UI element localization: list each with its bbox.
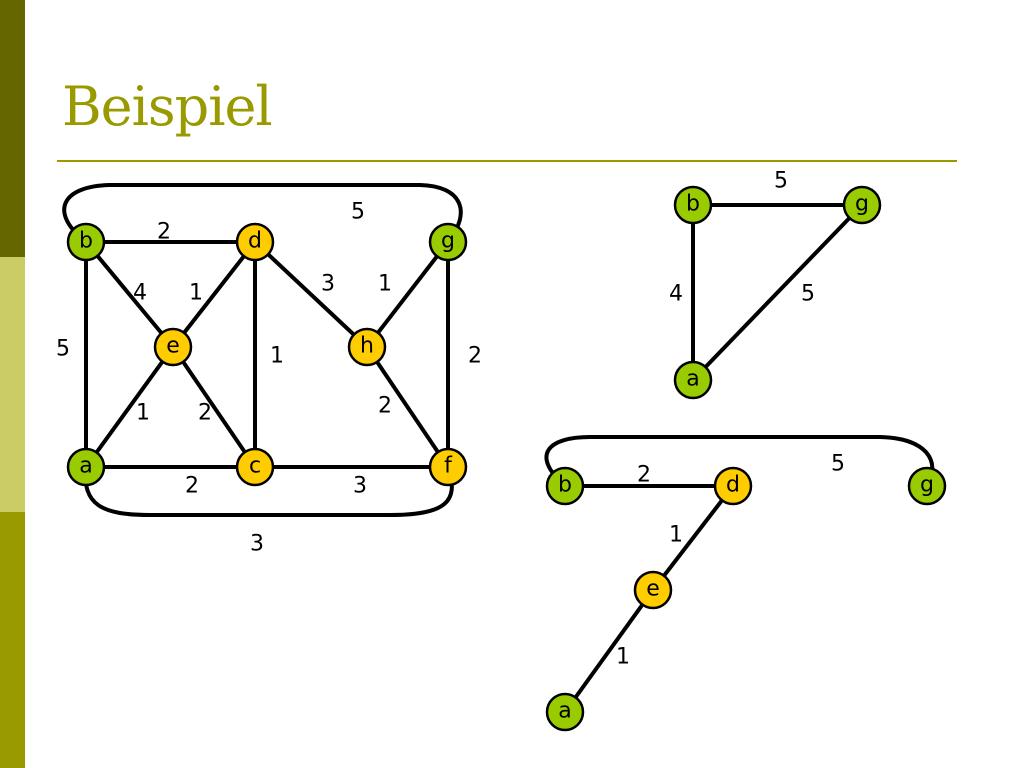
edge-weight-b-g: 5 <box>831 452 845 477</box>
node-label-a: a <box>558 699 571 724</box>
edge-weight-b-a: 5 <box>56 337 70 362</box>
node-label-b: b <box>558 473 572 498</box>
edge-g-h <box>365 240 450 349</box>
node-label-e: e <box>166 334 180 359</box>
full-graph: 2 5 4 5 1 1 3 1 2 1 2 2 2 3 3 b d g e h a c f <box>56 183 482 557</box>
node-a <box>66 447 106 487</box>
node-f <box>428 447 468 487</box>
node-a <box>673 360 713 400</box>
page-title: Beispiel <box>62 75 273 138</box>
edge-b-e <box>84 240 175 349</box>
node-d <box>713 466 753 506</box>
node-b <box>545 466 585 506</box>
edge-weight-a-f: 3 <box>250 532 264 557</box>
edge-d-h <box>253 240 369 349</box>
edge-weight-d-e: 1 <box>189 281 203 306</box>
edge-weight-c-f: 3 <box>353 474 367 499</box>
node-g <box>428 222 468 262</box>
node-e <box>153 327 193 367</box>
edge-d-e <box>171 240 257 349</box>
node-g <box>907 466 947 506</box>
node-a <box>545 692 585 732</box>
path-graph: 2 5 1 1 b d g e a <box>544 435 947 732</box>
node-label-f: f <box>444 454 453 479</box>
edge-weight-b-a: 4 <box>669 282 683 307</box>
node-label-a: a <box>79 454 92 479</box>
node-d <box>235 222 275 262</box>
edge-e-c <box>171 345 257 469</box>
node-label-b: b <box>79 229 93 254</box>
edge-weight-b-d: 2 <box>637 463 651 488</box>
edge-weight-b-e: 4 <box>133 281 147 306</box>
edge-g-a <box>691 203 864 382</box>
node-label-c: c <box>249 454 261 479</box>
node-label-d: d <box>248 229 262 254</box>
node-label-g: g <box>920 473 934 498</box>
node-label-b: b <box>686 192 700 217</box>
edge-weight-h-f: 2 <box>378 394 392 419</box>
edge-weight-b-g: 5 <box>774 169 788 194</box>
edge-weight-b-g: 5 <box>351 200 365 225</box>
edge-weight-e-a: 1 <box>616 645 630 670</box>
edge-weight-b-d: 2 <box>157 220 171 245</box>
node-label-a: a <box>686 367 699 392</box>
node-label-g: g <box>441 229 455 254</box>
node-label-g: g <box>855 192 869 217</box>
edge-weight-g-f: 2 <box>468 344 482 369</box>
title-divider <box>57 160 957 162</box>
sidebar-mid-segment <box>0 512 25 768</box>
node-b <box>66 222 106 262</box>
edge-d-e <box>651 484 735 592</box>
edge-weight-d-h: 3 <box>321 272 335 297</box>
node-b <box>673 185 713 225</box>
edge-h-f <box>365 345 450 469</box>
edge-weight-a-c: 2 <box>185 474 199 499</box>
edge-e-a <box>563 588 655 714</box>
node-c <box>235 447 275 487</box>
edge-e-a <box>84 345 175 469</box>
edge-weight-d-e: 1 <box>669 523 683 548</box>
edge-weight-e-c: 2 <box>198 401 212 426</box>
node-e <box>633 570 673 610</box>
node-label-e: e <box>646 577 660 602</box>
edge-a-f <box>83 465 454 517</box>
edge-weight-g-a: 5 <box>801 282 815 307</box>
node-h <box>347 327 387 367</box>
node-g <box>842 185 882 225</box>
edge-b-g <box>62 183 463 244</box>
sidebar-light-segment <box>0 257 25 512</box>
edge-weight-d-c: 1 <box>270 344 284 369</box>
edge-weight-g-h: 1 <box>378 272 392 297</box>
node-label-d: d <box>726 473 740 498</box>
edge-weight-e-a: 1 <box>136 401 150 426</box>
edge-b-g <box>544 435 935 488</box>
triangle-graph: 5 4 5 b g a <box>669 169 882 400</box>
sidebar-dark-segment <box>0 0 25 257</box>
node-label-h: h <box>360 334 374 359</box>
